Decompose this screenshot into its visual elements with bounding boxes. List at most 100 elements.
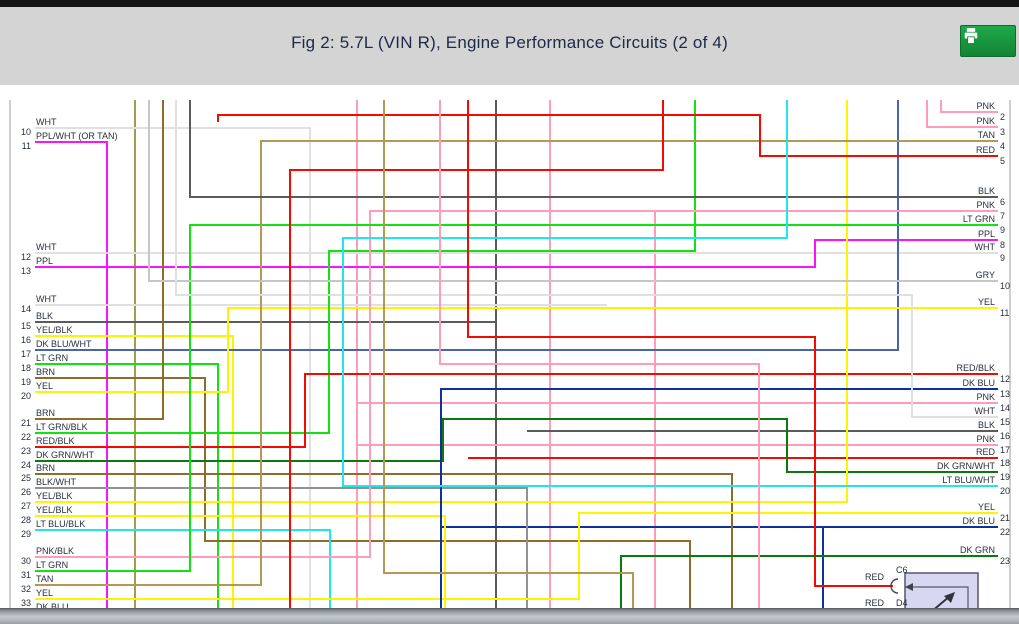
right-wire-label: TAN	[978, 130, 995, 140]
left-wire-label: PPL/WHT (OR TAN)	[36, 131, 118, 141]
wire-ppl	[35, 239, 998, 268]
right-wire-label: PNK	[976, 101, 995, 111]
right-pin-number: 16	[1000, 431, 1010, 441]
wire-tan	[35, 140, 998, 586]
left-wire-label: DK BLU	[36, 602, 69, 612]
left-pin-number: 30	[21, 556, 31, 566]
left-wire-label: WHT	[36, 117, 57, 127]
left-wire-label: LT GRN	[36, 353, 68, 363]
right-pin-number: 22	[1000, 527, 1010, 537]
right-wire-label: LT BLU/WHT	[942, 475, 995, 485]
right-pin-number: 17	[1000, 445, 1010, 455]
right-wire-label: PNK	[976, 392, 995, 402]
print-button[interactable]	[960, 25, 1016, 57]
right-pin-number: 13	[1000, 389, 1010, 399]
wire-yel	[35, 100, 848, 503]
wire-blk	[189, 100, 998, 198]
wire-wht	[175, 100, 998, 418]
wire-brn	[35, 473, 733, 612]
wire-pnk	[926, 100, 998, 128]
right-wire-label: BLK	[978, 420, 995, 430]
right-pin-number: 14	[1000, 403, 1010, 413]
right-wire-label: DK GRN	[960, 545, 995, 555]
wire-red	[35, 373, 998, 448]
right-pin-number: 5	[1000, 156, 1005, 166]
wire-red	[289, 100, 664, 612]
diagram-header-bar: Fig 2: 5.7L (VIN R), Engine Performance …	[0, 7, 1019, 86]
left-wire-label: BRN	[36, 367, 55, 377]
left-wire-label: YEL	[36, 381, 53, 391]
left-pin-number: 22	[21, 432, 31, 442]
figure-title: Fig 2: 5.7L (VIN R), Engine Performance …	[291, 33, 728, 52]
right-wire-label: LT GRN	[963, 214, 995, 224]
left-wire-label: DK BLU/WHT	[36, 339, 92, 349]
left-wire-label: WHT	[36, 242, 57, 252]
wire-red	[467, 100, 893, 587]
right-pin-number: 11	[1000, 308, 1009, 318]
right-wire-label: PPL	[978, 229, 995, 239]
left-wire-label: BRN	[36, 408, 55, 418]
left-wire-label: DK GRN/WHT	[36, 450, 94, 460]
left-wire-label: RED/BLK	[36, 436, 75, 446]
wire-pnk	[940, 100, 998, 113]
wire-red	[217, 114, 998, 157]
left-wire-label: YEL/BLK	[36, 325, 73, 335]
right-wire-label: GRY	[976, 270, 995, 280]
wire-mgry	[35, 487, 528, 612]
left-wire-label: YEL/BLK	[36, 505, 73, 515]
wire-yel	[35, 335, 234, 612]
left-pin-number: 16	[21, 335, 31, 345]
connector-entry-arrow-icon	[905, 583, 913, 591]
right-pin-number: 7	[1000, 211, 1005, 221]
window-top-strip	[0, 0, 1019, 7]
left-wire-label: WHT	[36, 294, 57, 304]
wire-wht	[35, 127, 311, 612]
right-wire-label: WHT	[975, 406, 996, 416]
wire-slate	[35, 100, 899, 351]
left-pin-number: 20	[21, 391, 31, 401]
connector-diagonal-arrowhead-icon	[944, 592, 955, 603]
left-wire-label: YEL/BLK	[36, 491, 73, 501]
right-wire-label: RED	[976, 447, 996, 457]
right-pin-number: 10	[1000, 281, 1010, 291]
left-wire-label: BRN	[36, 463, 55, 473]
left-pin-number: 18	[21, 363, 31, 373]
left-pin-number: 17	[21, 349, 31, 359]
left-pin-number: 25	[21, 473, 31, 483]
left-pin-number: 19	[21, 377, 31, 387]
left-pin-number: 21	[21, 418, 31, 428]
wire-yel	[35, 307, 998, 393]
right-wire-label: RED	[976, 145, 996, 155]
left-pin-number: 10	[21, 127, 31, 137]
left-wire-label: LT GRN/BLK	[36, 422, 88, 432]
right-pin-number: 15	[1000, 417, 1010, 427]
left-pin-number: 27	[21, 501, 31, 511]
left-pin-number: 13	[21, 266, 31, 276]
wire-ppl	[35, 141, 108, 612]
right-pin-number: 9	[1000, 253, 1005, 263]
wire-ltblu	[35, 529, 331, 612]
left-pin-number: 14	[21, 304, 31, 314]
wire-ltgrn	[35, 224, 998, 572]
left-wire-label: LT GRN	[36, 560, 68, 570]
right-pin-number: 18	[1000, 458, 1010, 468]
left-pin-number: 23	[21, 446, 31, 456]
right-pin-number: 3	[1000, 127, 1005, 137]
connector-wire-label: RED	[865, 572, 885, 582]
right-pin-number: 12	[1000, 374, 1010, 384]
connector-socket-arc-icon	[890, 578, 899, 594]
wire-ltblu	[342, 100, 998, 487]
right-pin-number: 20	[1000, 486, 1010, 496]
right-wire-label: PNK	[976, 200, 995, 210]
connector-pin-label: C6	[896, 565, 908, 575]
right-wire-label: DK BLU	[962, 378, 995, 388]
left-pin-number: 29	[21, 529, 31, 539]
right-pin-number: 4	[1000, 141, 1005, 151]
wire-pnk	[35, 210, 998, 558]
left-pin-number: 26	[21, 487, 31, 497]
left-pin-number: 12	[21, 252, 31, 262]
horizontal-scrollbar[interactable]	[0, 608, 1019, 624]
right-pin-number: 9	[1000, 225, 1005, 235]
